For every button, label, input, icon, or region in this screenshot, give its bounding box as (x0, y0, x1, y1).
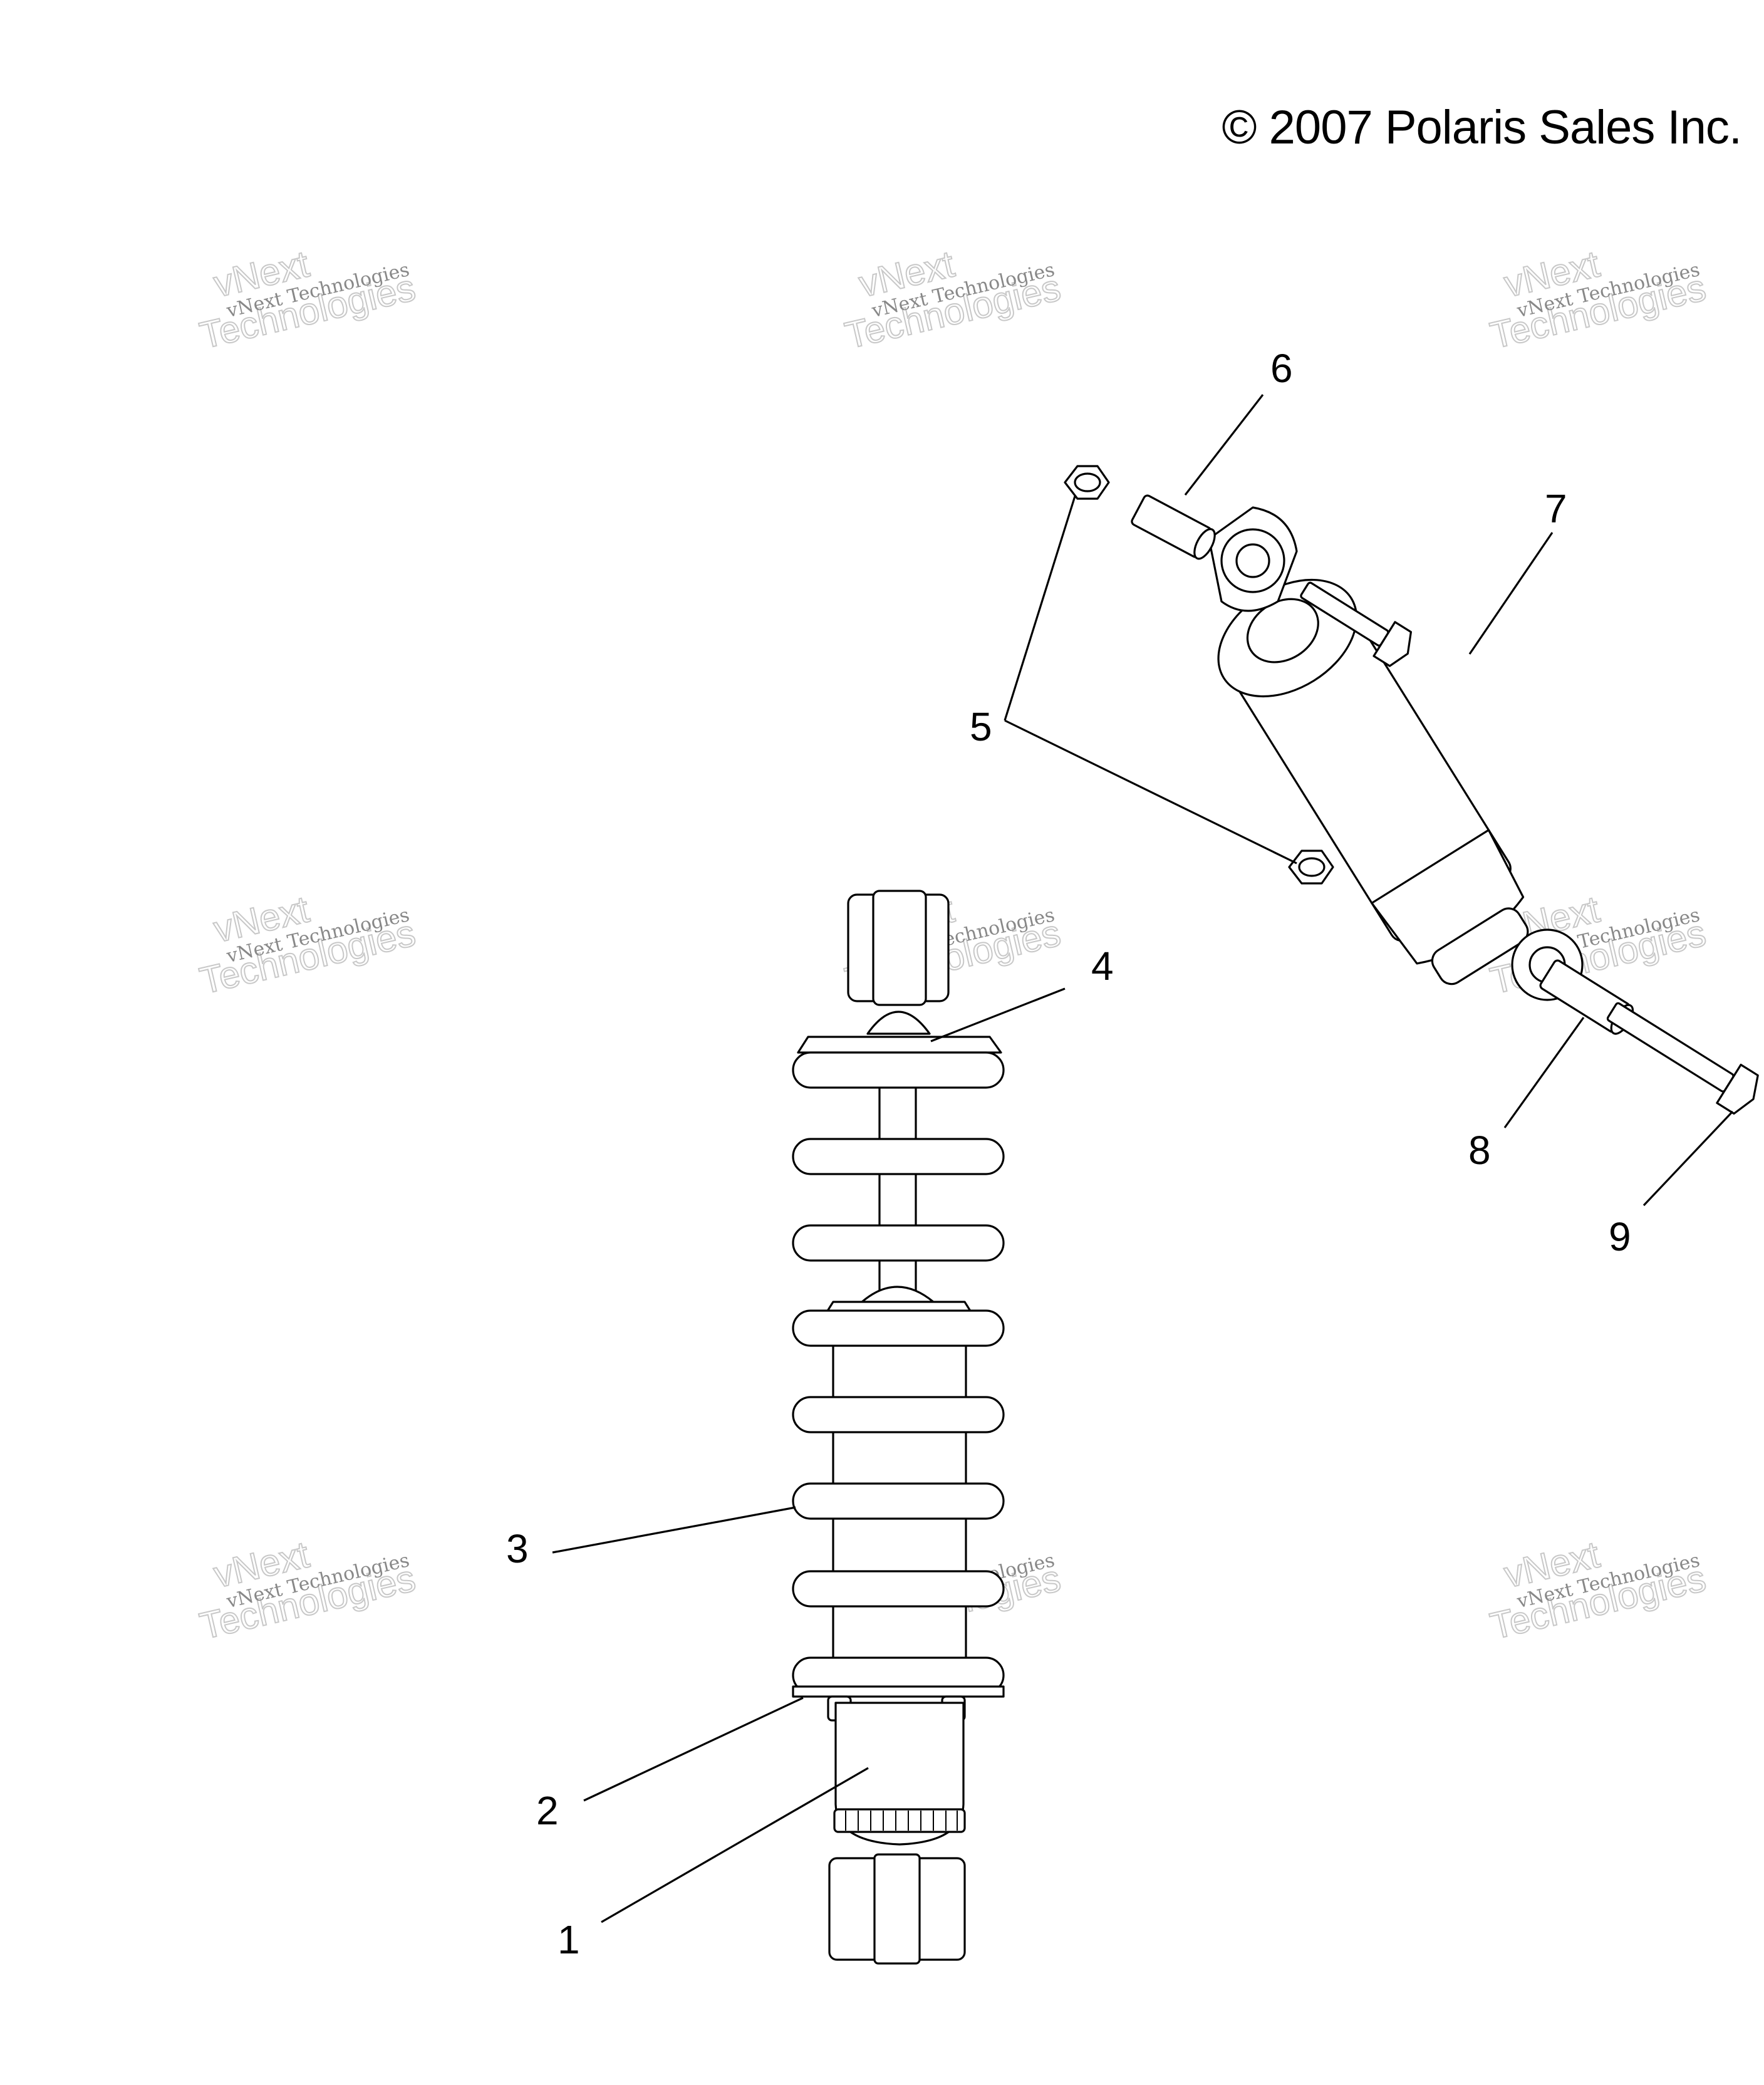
spring-coil (792, 1570, 1005, 1608)
watermark: vNext Technologies vNext Technologies (841, 242, 1065, 357)
bolt-upper (1300, 581, 1412, 667)
watermark: vNext Technologies vNext Technologies (195, 887, 420, 1002)
spring-coil (792, 1224, 1005, 1262)
spring-retainer (792, 1685, 1005, 1698)
callout-1: 1 (558, 1917, 580, 1962)
bushing-sleeve-upper (1131, 494, 1216, 560)
lower-dome (861, 1286, 935, 1303)
bolt-lower (1606, 1002, 1759, 1115)
watermark: vNext Technologies vNext Technologies (195, 242, 420, 357)
bottom-eyelet (828, 1853, 966, 1965)
callout-5: 5 (970, 704, 992, 749)
watermark: vNext Technologies vNext Technologies (1486, 1532, 1710, 1648)
spring-coil (792, 1309, 1005, 1347)
lower-cap (1431, 907, 1529, 985)
spring-coil (792, 1482, 1005, 1520)
copyright-notice: © 2007 Polaris Sales Inc. (1222, 101, 1742, 154)
callout-3: 3 (506, 1526, 529, 1571)
callout-9: 9 (1609, 1214, 1631, 1259)
leader-lines (552, 394, 1734, 1923)
callout-7: 7 (1545, 486, 1567, 531)
spring-coil (792, 1396, 1005, 1433)
spring-coil (792, 1138, 1005, 1175)
adjuster-ring (833, 1808, 966, 1833)
callout-8: 8 (1468, 1128, 1491, 1173)
shock-assembly-coilover (792, 890, 1005, 1965)
lock-nut-upper (1064, 465, 1110, 500)
shock-assembly-mounted (1064, 465, 1759, 1115)
watermark: vNext Technologies vNext Technologies (195, 1532, 420, 1648)
lock-nut-lower (1288, 850, 1334, 885)
callout-6: 6 (1270, 346, 1293, 391)
callout-4: 4 (1091, 944, 1114, 989)
upper-mount-eye (1208, 506, 1298, 612)
watermark: vNext Technologies vNext Technologies (1486, 242, 1710, 357)
upper-spring-seat (797, 1036, 1002, 1054)
top-eyelet (847, 890, 950, 1006)
spring-coil (792, 1051, 1005, 1089)
callout-2: 2 (536, 1788, 559, 1833)
upper-dome (866, 1011, 931, 1035)
